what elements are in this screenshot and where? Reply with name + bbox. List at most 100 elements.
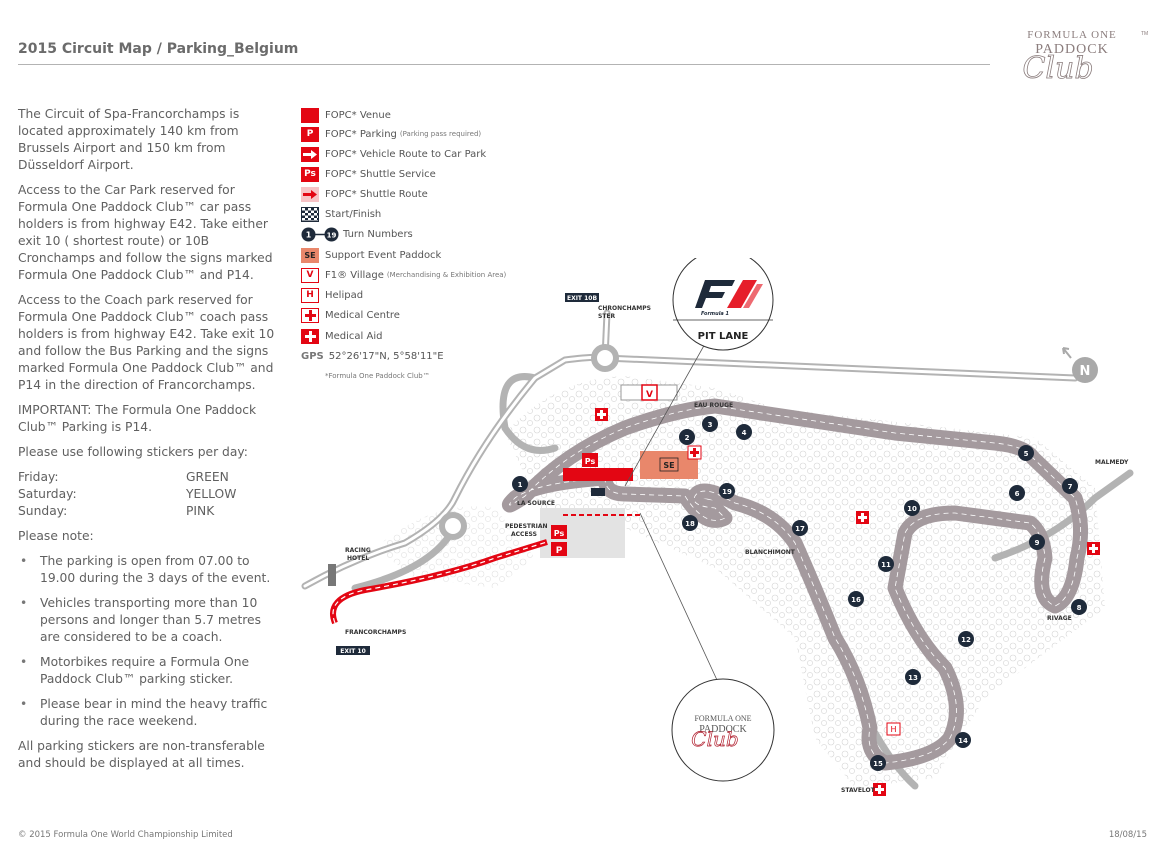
- svg-text:Club: Club: [1022, 51, 1093, 86]
- sticker-color: YELLOW: [186, 487, 237, 501]
- helipad-icon: H: [301, 287, 319, 303]
- map-parking-badge: [551, 542, 567, 556]
- map-shuttle-badge: [551, 525, 567, 539]
- legend-item-f1-village: V F1® Village(Merchandising & Exhibition…: [301, 266, 506, 284]
- turn-marker: [904, 500, 920, 516]
- support-paddock-badge: [659, 457, 679, 472]
- stavelot-label: STAVELOT: [841, 787, 876, 794]
- svg-text:PADDOCK: PADDOCK: [1035, 42, 1108, 57]
- svg-text:1: 1: [518, 481, 523, 489]
- medical-aid-icon: [301, 328, 319, 344]
- legend-item-shuttle-service: Ps FOPC* Shuttle Service: [301, 165, 436, 183]
- circuit-track-centerline: [508, 405, 1081, 764]
- svg-text:V: V: [646, 390, 653, 400]
- turn-marker: [1009, 485, 1025, 501]
- svg-text:15: 15: [873, 760, 883, 768]
- copyright: © 2015 Formula One World Championship Li…: [18, 830, 233, 840]
- svg-text:18: 18: [685, 520, 695, 528]
- exit-10-badge: [336, 646, 370, 655]
- svg-text:TM: TM: [1141, 31, 1148, 37]
- map-helipad: [886, 722, 901, 736]
- checkered-flag-icon: [301, 206, 319, 222]
- paddock-club-logo: FORMULA ONE TM PADDOCK Club: [1022, 29, 1148, 86]
- shuttle-service-badge: [582, 453, 598, 467]
- intro-coach-access: Access to the Coach park reserved for Fo…: [18, 293, 275, 392]
- turn-marker: [848, 591, 864, 607]
- roundabout-west: [439, 512, 467, 540]
- turn-marker: [878, 556, 894, 572]
- fopc-venue-building: [563, 468, 633, 481]
- legend-item-turns: 1 19 Turn Numbers: [301, 225, 413, 243]
- intro-location: The Circuit of Spa-Francorchamps is loca…: [18, 107, 240, 172]
- legend-item-vehicle-route: FOPC* Vehicle Route to Car Park: [301, 145, 486, 163]
- svg-text:19: 19: [722, 488, 732, 496]
- francorchamps-label: FRANCORCHAMPS: [345, 629, 406, 636]
- info-column: The Circuit of Spa-Francorchamps is loca…: [18, 106, 280, 780]
- rivage-label: RIVAGE: [1047, 615, 1072, 622]
- sticker-day: Saturday:: [18, 487, 77, 501]
- chronchamps-label: CHRONCHAMPS: [598, 305, 651, 312]
- svg-text:3: 3: [708, 421, 713, 429]
- turn-marker: [958, 631, 974, 647]
- club-leader: [639, 512, 718, 681]
- legend-item-gps: GPS 52°26'17"N, 5°58'11"E: [301, 350, 444, 362]
- svg-text:P: P: [556, 546, 563, 556]
- svg-text:7: 7: [1068, 483, 1073, 491]
- svg-text:5: 5: [1024, 450, 1029, 458]
- svg-text:11: 11: [881, 561, 891, 569]
- svg-text:16: 16: [851, 596, 861, 604]
- svg-text:9: 9: [1035, 539, 1040, 547]
- racing-hotel-label: RACING: [345, 547, 371, 554]
- pedestrian-label: ACCESS: [511, 531, 537, 538]
- svg-text:Ps: Ps: [585, 457, 596, 466]
- medical-cross-icon: [301, 307, 319, 323]
- svg-text:13: 13: [908, 674, 918, 682]
- route-arrow-icon: [301, 146, 319, 162]
- pit-lane-leader: [624, 325, 716, 487]
- legend-item-helipad: H Helipad: [301, 286, 363, 304]
- svg-text:FORMULA ONE: FORMULA ONE: [694, 714, 751, 723]
- turn-marker: [870, 755, 886, 771]
- svg-text:PADDOCK: PADDOCK: [699, 724, 747, 735]
- sticker-day: Sunday:: [18, 504, 68, 518]
- sticker-color: GREEN: [186, 470, 229, 484]
- compass-icon: N: [1062, 347, 1098, 383]
- svg-text:FORMULA ONE: FORMULA ONE: [1027, 29, 1117, 41]
- svg-text:4: 4: [742, 429, 747, 437]
- la-source-label: LA SOURCE: [517, 500, 555, 507]
- note-item: The parking is open from 07.00 to 19.00 …: [18, 553, 280, 587]
- venue-icon: [301, 107, 319, 123]
- sticker-intro: Please use following stickers per day:: [18, 445, 248, 459]
- sticker-table: Friday: GREEN Saturday: YELLOW Sunday: P…: [18, 469, 280, 520]
- medical-markers: [595, 408, 1100, 796]
- page-title: 2015 Circuit Map / Parking_Belgium: [18, 41, 299, 57]
- pedestrian-label: PEDESTRIAN: [505, 523, 548, 530]
- intro-car-access: Access to the Car Park reserved for Form…: [18, 183, 273, 282]
- svg-text:12: 12: [961, 636, 971, 644]
- svg-text:2: 2: [685, 434, 690, 442]
- legend-item-medical-aid: Medical Aid: [301, 327, 382, 345]
- turn-marker: [1018, 445, 1034, 461]
- exit-10b-badge: [565, 293, 599, 302]
- turn-marker: [682, 515, 698, 531]
- racing-hotel-label: HOTEL: [347, 555, 369, 562]
- turn-marker: [1062, 478, 1078, 494]
- note-heading: Please note:: [18, 529, 94, 543]
- note-item: Vehicles transporting more than 10 perso…: [18, 595, 280, 646]
- turn-markers: 1 2 3 4 5 6 7 8 9 10 11 12 13 14 15 16 1…: [512, 416, 1087, 771]
- support-paddock-icon: SE: [301, 247, 319, 263]
- f1-logo-icon: [695, 280, 763, 308]
- blanchimont-label: BLANCHIMONT: [745, 549, 796, 556]
- svg-text:Ps: Ps: [554, 529, 565, 538]
- svg-text:H: H: [890, 725, 896, 734]
- turn-marker: [905, 669, 921, 685]
- roundabout-north: [591, 344, 619, 372]
- turn-marker: [792, 520, 808, 536]
- legend-item-venue: FOPC* Venue: [301, 106, 391, 124]
- turn-marker: [719, 483, 735, 499]
- pit-lane-label: PIT LANE: [698, 331, 749, 342]
- f1-village-icon: V: [301, 267, 319, 283]
- turn-marker: [512, 476, 528, 492]
- turn-number-icon: 1 19: [301, 227, 339, 241]
- legend-item-medical-centre: Medical Centre: [301, 306, 400, 324]
